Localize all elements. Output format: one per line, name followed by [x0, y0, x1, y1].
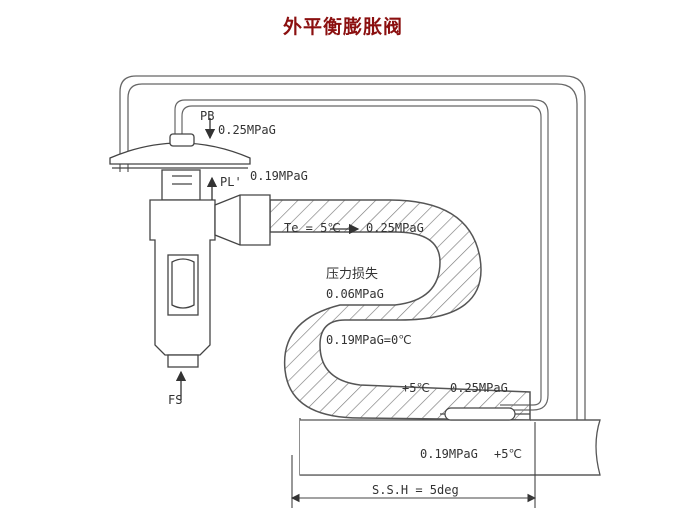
label-te: Te = 5℃ — [284, 221, 341, 235]
label-pressure-loss: 压力损失 — [326, 267, 378, 282]
label-bulb-temp: +5℃ — [402, 381, 430, 395]
label-superheat: S.S.H = 5deg — [372, 483, 459, 497]
label-fs: FS — [168, 393, 182, 407]
equalizer-line — [174, 99, 549, 411]
label-pb-pressure: 0.25MPaG — [218, 123, 276, 137]
label-outlet-temp: +5℃ — [494, 447, 522, 461]
capillary-tube — [119, 75, 586, 420]
valve-body — [109, 133, 271, 368]
superheat-dimension — [290, 422, 537, 508]
outlet-pipe — [530, 419, 601, 476]
label-pressure-loss-value: 0.06MPaG — [326, 287, 384, 301]
diagram-title: 外平衡膨胀阀 — [282, 16, 403, 38]
label-outlet-pressure: 0.19MPaG — [420, 447, 478, 461]
label-bulb-pressure: 0.25MPaG — [450, 381, 508, 395]
label-pb: PB — [200, 109, 214, 123]
label-mid-state: 0.19MPaG=0℃ — [326, 333, 412, 347]
label-pl-pressure: 0.19MPaG — [250, 169, 308, 183]
sensing-bulb — [440, 407, 530, 421]
outlet-pipe-interior — [300, 420, 530, 475]
label-te-pressure: 0.25MPaG — [366, 221, 424, 235]
force-arrows — [175, 118, 360, 400]
evaporator-pipe — [269, 199, 531, 421]
label-pl: PL' — [220, 175, 242, 189]
